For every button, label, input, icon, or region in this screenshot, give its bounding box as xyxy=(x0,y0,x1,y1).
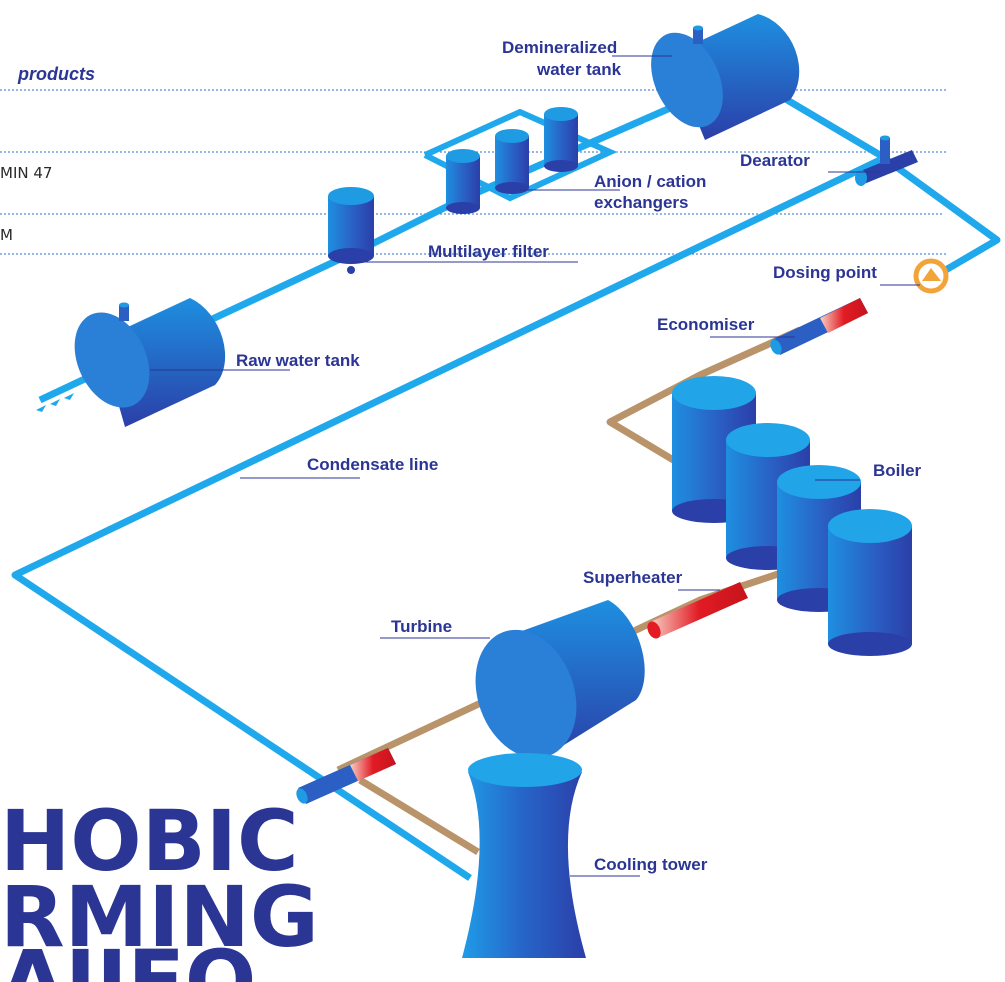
label-condensate-line: Condensate line xyxy=(307,455,438,474)
headline: HOBIC RMING AIIFQ xyxy=(0,792,319,982)
boiler-vessels xyxy=(672,376,912,656)
label-dosing-point: Dosing point xyxy=(773,263,877,282)
cooling-tower xyxy=(462,753,586,958)
label-turbine: Turbine xyxy=(391,617,452,636)
exchanger-frame xyxy=(423,108,618,202)
label-cooling-tower: Cooling tower xyxy=(594,855,708,874)
headline-line-1: HOBIC xyxy=(0,792,299,890)
label-anion-line-1: Anion / cation xyxy=(594,172,706,191)
flow-arrows xyxy=(228,120,951,436)
label-economiser: Economiser xyxy=(657,315,755,334)
side-panel-row-2: M xyxy=(0,226,13,244)
turbine xyxy=(475,600,645,760)
inlet-arrows xyxy=(36,393,74,412)
dosing-point-icon xyxy=(913,258,949,294)
condenser xyxy=(296,748,396,804)
label-superheater: Superheater xyxy=(583,568,683,587)
superheater xyxy=(647,582,748,639)
label-raw-water-tank: Raw water tank xyxy=(236,351,360,370)
label-boiler: Boiler xyxy=(873,461,922,480)
label-multilayer-filter: Multilayer filter xyxy=(428,242,549,261)
label-demineralized-line-2: water tank xyxy=(536,60,622,79)
economiser xyxy=(770,298,868,355)
headline-line-3: AIIFQ xyxy=(0,932,256,982)
raw-water-tank xyxy=(74,298,226,427)
side-panel-title: products xyxy=(17,64,95,84)
demineralized-water-tank xyxy=(651,14,800,140)
condensate-line xyxy=(11,156,882,881)
dearator xyxy=(855,135,918,186)
label-anion-line-2: exchangers xyxy=(594,193,689,212)
headline-line-2: RMING xyxy=(0,868,319,966)
exchanger-vessels xyxy=(446,107,578,214)
feed-line xyxy=(743,71,1001,289)
feedwater-return-pipe xyxy=(606,326,802,474)
leader-lines xyxy=(150,55,920,877)
labels: Demineralized water tank Dearator Anion … xyxy=(236,38,922,874)
label-dearator: Dearator xyxy=(740,151,810,170)
side-panel-row-1: MIN 47 xyxy=(0,164,52,182)
side-panel: products MIN 47 M xyxy=(0,64,948,255)
turbine-drain-pipe xyxy=(358,777,480,855)
label-demineralized-line-1: Demineralized xyxy=(502,38,617,57)
multilayer-filter xyxy=(328,187,374,274)
